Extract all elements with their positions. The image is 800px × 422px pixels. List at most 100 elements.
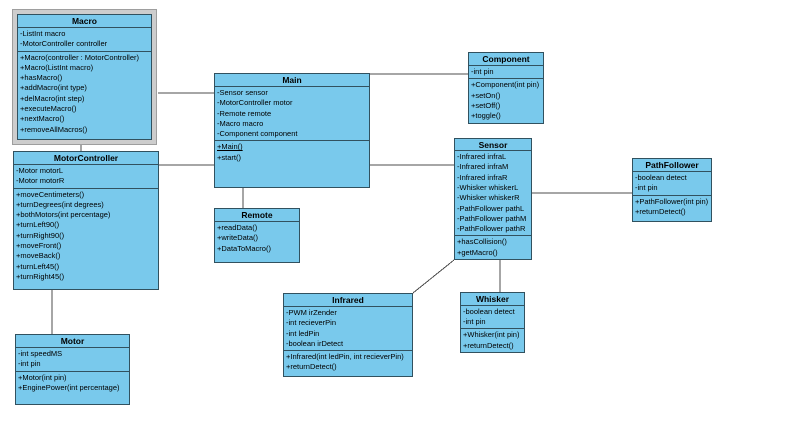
class-attributes: -Sensor sensor-MotorController motor-Rem…: [215, 87, 369, 142]
class-methods: +Main()+start(): [215, 141, 369, 187]
class-methods: +moveCentimeters()+turnDegrees(int degre…: [14, 189, 158, 289]
class-method: +hasMacro(): [20, 73, 63, 83]
class-title: Main: [215, 74, 369, 87]
class-methods: +Macro(controller : MotorController)+Mac…: [18, 52, 151, 139]
class-attribute: -boolean irDetect: [286, 338, 344, 348]
class-attribute: -Infrared infraL: [457, 152, 507, 162]
class-box-infrared[interactable]: Infrared -PWM irZender-int recieverPin-i…: [283, 293, 413, 377]
class-method: +Component(int pin): [471, 80, 540, 90]
class-attributes: -int pin: [469, 66, 543, 80]
class-box-remote[interactable]: Remote +readData()+writeData()+DataToMac…: [214, 208, 300, 263]
class-title: PathFollower: [633, 159, 711, 172]
class-method: +moveFront(): [16, 241, 62, 251]
class-method: +turnRight45(): [16, 271, 65, 281]
class-method: +hasCollision(): [457, 237, 507, 247]
class-method: +nextMacro(): [20, 114, 65, 124]
class-attribute: -Infrared infraM: [457, 162, 509, 172]
class-method: +Macro(ListInt macro): [20, 62, 94, 72]
class-method: +removeAllMacros(): [20, 124, 88, 134]
class-method: +returnDetect(): [635, 206, 686, 216]
class-attribute: -boolean detect: [635, 173, 687, 182]
class-method: +setOff(): [471, 100, 501, 110]
class-attribute: -MotorController controller: [20, 39, 108, 49]
class-title: Remote: [215, 209, 299, 222]
class-box-component[interactable]: Component -int pin +Component(int pin)+s…: [468, 52, 544, 124]
class-method: +getMacro(): [457, 247, 498, 257]
class-method: +Infrared(int ledPin, int recieverPin): [286, 352, 404, 362]
class-method: +Motor(int pin): [18, 372, 67, 382]
class-methods: +Component(int pin)+setOn()+setOff()+tog…: [469, 79, 543, 123]
class-attribute: -Remote remote: [217, 108, 272, 118]
class-method: +setOn(): [471, 90, 501, 100]
class-attributes: -Infrared infraL-Infrared infraM-Infrare…: [455, 151, 531, 237]
class-attribute: -MotorController motor: [217, 98, 293, 108]
class-title: Motor: [16, 335, 129, 348]
class-method: +returnDetect(): [463, 340, 514, 350]
class-attribute: -Whisker whiskerL: [457, 182, 519, 192]
class-box-motorcontroller[interactable]: MotorController -Motor motorL-Motor moto…: [13, 151, 159, 290]
class-attributes: -int speedMS-int pin: [16, 348, 129, 372]
class-title: Whisker: [461, 293, 524, 306]
class-method: +addMacro(int type): [20, 83, 87, 93]
class-attribute: -ListInt macro: [20, 29, 66, 38]
class-attribute: -Component component: [217, 129, 298, 139]
class-method: +delMacro(int step): [20, 93, 85, 103]
class-method: +executeMacro(): [20, 104, 77, 114]
class-title: Infrared: [284, 294, 412, 307]
class-method: +Main(): [217, 142, 243, 152]
class-methods: +PathFollower(int pin)+returnDetect(): [633, 196, 711, 221]
class-box-whisker[interactable]: Whisker -boolean detect-int pin +Whisker…: [460, 292, 525, 353]
class-method: +writeData(): [217, 233, 259, 243]
class-method: +moveCentimeters(): [16, 189, 85, 199]
class-method: +turnRight90(): [16, 230, 65, 240]
class-box-sensor[interactable]: Sensor -Infrared infraL-Infrared infraM-…: [454, 138, 532, 260]
class-attribute: -int pin: [471, 67, 494, 76]
class-methods: +Whisker(int pin)+returnDetect(): [461, 329, 524, 352]
class-box-motor[interactable]: Motor -int speedMS-int pin +Motor(int pi…: [15, 334, 130, 405]
class-attribute: -int speedMS: [18, 349, 63, 358]
connector-sensor-infrared[interactable]: [412, 259, 455, 294]
class-attribute: -Infrared infraR: [457, 172, 508, 182]
class-method: +PathFollower(int pin): [635, 196, 709, 206]
class-attribute: -int recieverPin: [286, 318, 337, 328]
class-methods: +hasCollision()+getMacro(): [455, 236, 531, 259]
class-box-main[interactable]: Main -Sensor sensor-MotorController moto…: [214, 73, 370, 188]
class-attributes: -boolean detect-int pin: [633, 172, 711, 196]
class-attributes: -ListInt macro-MotorController controlle…: [18, 28, 151, 52]
class-attribute: -int pin: [635, 183, 658, 193]
class-title: Macro: [18, 15, 151, 28]
class-attribute: -PathFollower pathL: [457, 203, 525, 213]
class-title: MotorController: [14, 152, 158, 165]
class-method: +turnLeft90(): [16, 220, 60, 230]
class-attribute: -Whisker whiskerR: [457, 193, 520, 203]
class-attribute: -PathFollower pathM: [457, 213, 527, 223]
class-attribute: -Motor motorR: [16, 176, 65, 186]
class-method: +Macro(controller : MotorController): [20, 52, 139, 62]
class-title: Sensor: [455, 139, 531, 152]
class-method: +moveBack(): [16, 251, 61, 261]
class-attribute: -int pin: [18, 359, 41, 369]
class-method: +returnDetect(): [286, 362, 337, 372]
class-methods: +Infrared(int ledPin, int recieverPin)+r…: [284, 351, 412, 376]
class-attribute: -Sensor sensor: [217, 88, 268, 97]
class-box-pathfollower[interactable]: PathFollower -boolean detect-int pin +Pa…: [632, 158, 712, 222]
class-attribute: -Motor motorL: [16, 166, 64, 175]
class-attribute: -PWM irZender: [286, 308, 337, 317]
class-methods: +Motor(int pin)+EnginePower(int percenta…: [16, 372, 129, 404]
class-attribute: -Macro macro: [217, 118, 264, 128]
class-method: +bothMotors(int percentage): [16, 210, 111, 220]
class-title: Component: [469, 53, 543, 66]
class-method: +Whisker(int pin): [463, 330, 520, 340]
class-attribute: -boolean detect: [463, 306, 515, 316]
class-attribute: -int ledPin: [286, 328, 320, 338]
class-method: +readData(): [217, 223, 258, 232]
class-method: +toggle(): [471, 111, 501, 121]
class-attributes: -Motor motorL-Motor motorR: [14, 165, 158, 189]
class-box-macro[interactable]: Macro -ListInt macro-MotorController con…: [17, 14, 152, 140]
class-method: +turnDegrees(int degrees): [16, 199, 104, 209]
class-attributes: -boolean detect-int pin: [461, 306, 524, 330]
class-attribute: -PathFollower pathR: [457, 224, 526, 234]
class-methods: +readData()+writeData()+DataToMacro(): [215, 222, 299, 262]
